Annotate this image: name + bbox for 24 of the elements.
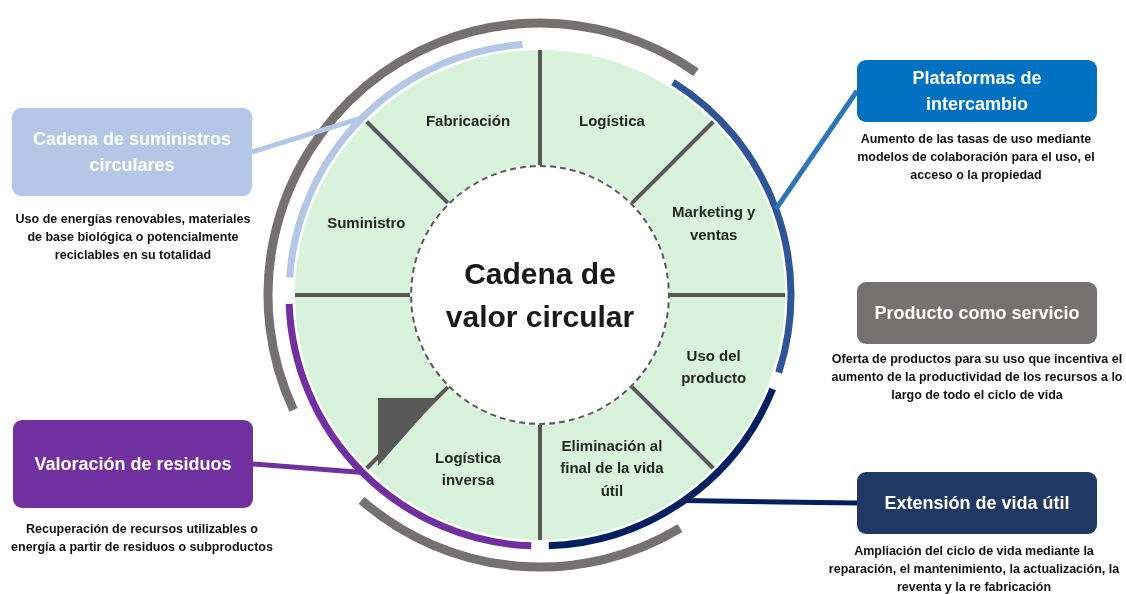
description-text: Oferta de productos para su uso que incentiva el aumento de la productividad de los recursos a lo largo de todo el ciclo de vida: [830, 351, 1124, 405]
segment-label: Marketing y ventas: [671, 201, 757, 245]
ring-arc: [548, 387, 776, 550]
segment-label: Eliminación al final de la vida útil: [559, 435, 664, 501]
segment-label: Uso del producto: [680, 345, 748, 388]
description-text: Ampliación del ciclo de vida mediante la reparación, el mantenimiento, la actualización, la reventa y la re fabricación: [827, 543, 1121, 594]
center-title: Cadena de valor circular: [444, 255, 636, 335]
description-text: Uso de energías renovables, materiales de base biológica o potencialmente reciclables en su totalidad: [14, 211, 252, 265]
description-text: Recuperación de recursos utilizables o energía a partir de residuos o subproductos: [10, 521, 274, 557]
leader-line: [683, 498, 858, 506]
wheel-segment: [366, 50, 540, 204]
callout-box: Cadena de suministros circulares: [12, 108, 252, 196]
callout-box: Extensión de vida útil: [857, 472, 1097, 534]
leader-line: [252, 461, 363, 475]
segment-label: Suministro: [326, 212, 407, 233]
description-text: Aumento de las tasas de uso mediante modelos de colaboración para el uso, el acceso o la propiedad: [856, 131, 1096, 185]
callout-box: Plataformas de intercambio: [857, 60, 1097, 122]
segment-label: Logística inversa: [434, 447, 502, 490]
wheel-segment: [540, 50, 714, 204]
segment-label: Fabricación: [424, 111, 512, 132]
segment-label: Logística: [578, 111, 646, 132]
callout-box: Valoración de residuos: [13, 420, 253, 508]
ring-arc: [670, 79, 795, 374]
callout-box: Producto como servicio: [857, 282, 1097, 344]
